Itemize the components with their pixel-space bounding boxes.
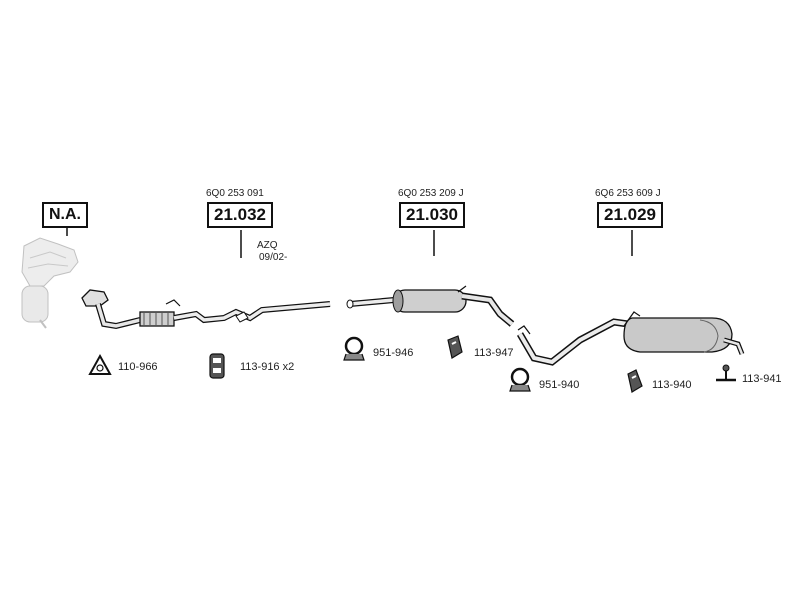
middle-silencer-part[interactable] — [346, 285, 515, 327]
part-code-box-21029[interactable]: 21.029 — [597, 202, 663, 228]
engine-date: 09/02- — [259, 252, 288, 263]
gasket-110-966-icon[interactable] — [88, 353, 112, 375]
oe-number-21032: 6Q0 253 091 — [206, 188, 264, 199]
clamp-951-940-icon[interactable] — [509, 367, 531, 392]
rubber-mount-113-916-icon[interactable] — [209, 353, 225, 379]
part-code-box-na[interactable]: N.A. — [42, 202, 88, 228]
clamp-951-946-icon[interactable] — [343, 336, 365, 361]
fitting-label-113-940: 113-940 — [652, 379, 692, 391]
fitting-label-113-941: 113-941 — [742, 373, 782, 385]
fitting-label-951-940: 951-940 — [539, 379, 580, 391]
catalytic-converter-part[interactable] — [21, 237, 79, 329]
rear-silencer-part[interactable] — [516, 311, 745, 366]
fitting-label-110-966: 110-966 — [118, 361, 158, 373]
fitting-label-951-946: 951-946 — [373, 347, 414, 359]
engine-note: AZQ 09/02- — [257, 240, 287, 264]
part-code-box-21030[interactable]: 21.030 — [399, 202, 465, 228]
part-code-box-21032[interactable]: 21.032 — [207, 202, 273, 228]
rubber-mount-113-940-icon[interactable] — [627, 369, 643, 393]
engine-code: AZQ — [257, 240, 278, 251]
fitting-label-113-947: 113-947 — [474, 347, 514, 359]
hanger-113-941-icon[interactable] — [716, 364, 736, 382]
front-pipe-part[interactable] — [81, 289, 331, 330]
oe-number-21030: 6Q0 253 209 J — [398, 188, 464, 199]
oe-number-21029: 6Q6 253 609 J — [595, 188, 661, 199]
rubber-mount-113-947-icon[interactable] — [447, 335, 463, 359]
fitting-label-113-916: 113-916 x2 — [240, 361, 295, 373]
